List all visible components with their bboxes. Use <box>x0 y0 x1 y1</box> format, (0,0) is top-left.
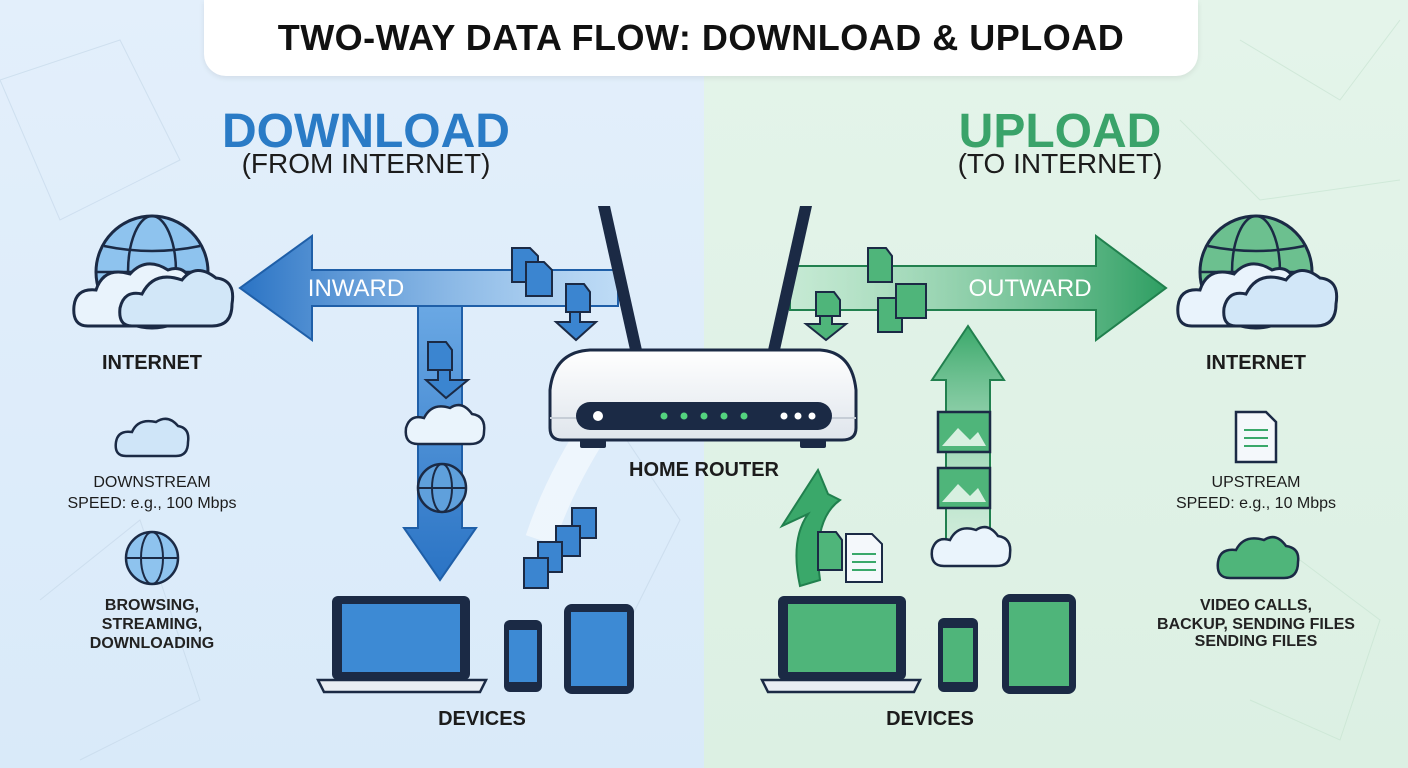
uses-globe-icon <box>124 530 180 586</box>
download-use-3: DOWNLOADING <box>89 635 215 652</box>
download-use-1: BROWSING, <box>104 597 200 614</box>
upload-laptop-icon <box>759 596 923 694</box>
uses-cloud-icon-green <box>1216 535 1300 580</box>
download-tablet-icon <box>564 604 634 694</box>
upload-phone-icon <box>938 618 978 692</box>
downstream-label: DOWNSTREAM <box>93 474 211 491</box>
router-label: HOME ROUTER <box>629 459 779 481</box>
upload-subheading: (TO INTERNET) <box>957 148 1163 179</box>
upload-use-3: SENDING FILES <box>1194 633 1318 650</box>
upload-cloud-on-arrow-icon <box>930 525 1012 568</box>
upload-heading: UPLOAD <box>958 105 1162 158</box>
download-internet-label: INTERNET <box>102 352 202 374</box>
title-banner: TWO-WAY DATA FLOW: DOWNLOAD & UPLOAD <box>204 0 1198 76</box>
upload-devices-label: DEVICES <box>886 708 974 730</box>
upload-tablet-icon <box>1002 594 1076 694</box>
router-icon <box>548 206 858 448</box>
outward-label: OUTWARD <box>968 275 1092 302</box>
upload-image-icon-2 <box>936 466 992 510</box>
upload-image-icon-1 <box>936 410 992 454</box>
download-laptop-icon <box>315 596 489 694</box>
downstream-cloud-icon <box>114 417 190 458</box>
downstream-speed: SPEED: e.g., 100 Mbps <box>67 495 237 512</box>
download-cloud-on-arrow-icon <box>404 403 486 446</box>
download-subheading: (FROM INTERNET) <box>241 148 491 179</box>
download-file-icon-2 <box>553 283 599 342</box>
download-file-icon-3 <box>423 341 471 400</box>
download-use-2: STREAMING, <box>101 616 203 633</box>
download-globe-on-arrow-icon <box>416 462 468 514</box>
upstream-label: UPSTREAM <box>1211 474 1301 491</box>
download-file-icon-1 <box>511 247 553 297</box>
upstream-speed: SPEED: e.g., 10 Mbps <box>1175 495 1337 512</box>
download-internet-icon <box>72 214 235 330</box>
upload-document-icons <box>817 531 883 583</box>
upstream-document-icon <box>1234 410 1278 464</box>
upload-internet-label: INTERNET <box>1206 352 1306 374</box>
page-title: TWO-WAY DATA FLOW: DOWNLOAD & UPLOAD <box>277 17 1125 58</box>
upload-use-2: BACKUP, SENDING FILES <box>1157 616 1355 633</box>
upload-file-icon-2 <box>877 283 927 333</box>
inward-label: INWARD <box>307 275 405 302</box>
download-heading: DOWNLOAD <box>222 105 510 158</box>
upload-use-1: VIDEO CALLS, <box>1199 597 1312 614</box>
upload-file-icon-1 <box>867 247 893 283</box>
download-devices-label: DEVICES <box>438 708 526 730</box>
upload-internet-icon <box>1176 214 1339 330</box>
upload-file-icon-3 <box>803 291 849 342</box>
background-network-lines-green <box>1179 19 1401 741</box>
download-phone-icon <box>504 620 542 692</box>
